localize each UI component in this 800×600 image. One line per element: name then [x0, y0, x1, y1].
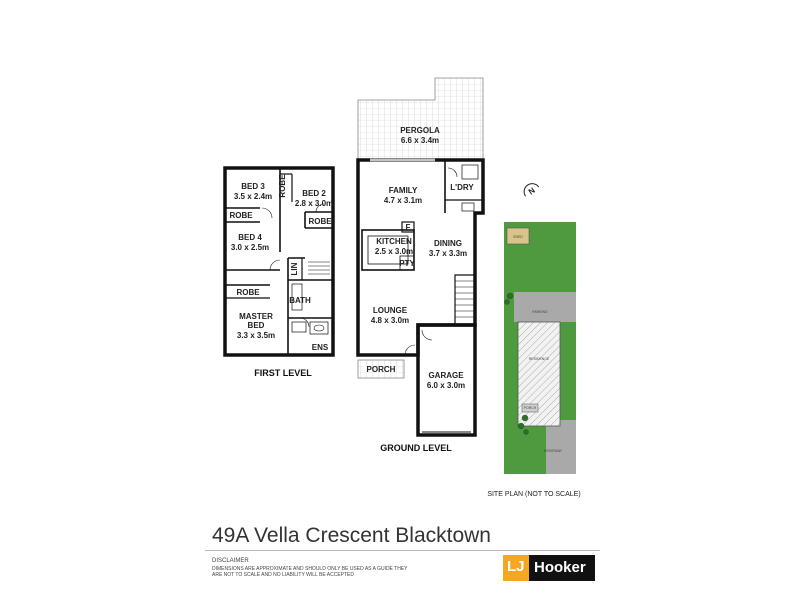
- bed4-name: BED 4: [238, 233, 262, 242]
- shrubs-icon: [504, 292, 529, 435]
- disclaimer-text: DIMENSIONS ARE APPROXIMATE AND SHOULD ON…: [212, 566, 408, 578]
- bed3-dims: 3.5 x 2.4m: [234, 192, 272, 201]
- bed2-name: BED 2: [302, 189, 326, 198]
- bath: BATH: [289, 296, 311, 305]
- robe-a: ROBE: [278, 174, 287, 198]
- site-plan-label: SITE PLAN (NOT TO SCALE): [487, 491, 580, 498]
- logo-word: Hooker: [529, 555, 595, 581]
- garage-name: GARAGE: [428, 371, 464, 380]
- robe-d: ROBE: [236, 288, 260, 297]
- disclaimer-title: DISCLAIMER: [212, 558, 249, 564]
- site-shed: SHED: [513, 235, 523, 239]
- porch-name: PORCH: [367, 365, 396, 374]
- bed2-dims: 2.8 x 3.0m: [295, 199, 333, 208]
- kitchen-name: KITCHEN: [376, 237, 412, 246]
- robe-c: ROBE: [308, 217, 332, 226]
- master-name-2: BED: [248, 321, 265, 330]
- ldry: L'DRY: [450, 183, 474, 192]
- compass-icon: N: [523, 183, 540, 197]
- site-porch: PORCH: [524, 406, 537, 410]
- master-name-1: MASTER: [239, 312, 273, 321]
- ground-level-labels: PERGOLA 6.6 x 3.4m FAMILY 4.7 x 3.1m L'D…: [367, 126, 475, 453]
- lounge-dims: 4.8 x 3.0m: [371, 316, 409, 325]
- first-level-label: FIRST LEVEL: [254, 368, 312, 378]
- family-name: FAMILY: [389, 186, 418, 195]
- bed4-dims: 3.0 x 2.5m: [231, 243, 269, 252]
- kitchen-dims: 2.5 x 3.0m: [375, 247, 413, 256]
- robe-b: ROBE: [229, 211, 253, 220]
- bed3-name: BED 3: [241, 182, 265, 191]
- master-dims: 3.3 x 3.5m: [237, 331, 275, 340]
- lin: LIN: [290, 262, 299, 275]
- compass-letter: N: [527, 186, 537, 197]
- garage-dims: 6.0 x 3.0m: [427, 381, 465, 390]
- first-level-labels: BED 3 3.5 x 2.4m ROBE BED 2 2.8 x 3.0m R…: [229, 174, 333, 378]
- fridge: F: [406, 223, 411, 232]
- ens: ENS: [312, 343, 329, 352]
- lounge-name: LOUNGE: [373, 306, 408, 315]
- pergola-dims: 6.6 x 3.4m: [401, 136, 439, 145]
- pergola-name: PERGOLA: [400, 126, 440, 135]
- pty: PTY: [399, 259, 415, 268]
- footer-divider: [205, 550, 600, 551]
- ground-level-plan: [356, 77, 485, 437]
- logo-mark-text: LJ: [507, 558, 525, 575]
- property-address: 49A Vella Crescent Blacktown: [212, 524, 491, 547]
- logo-word-text: Hooker: [534, 559, 586, 576]
- family-dims: 4.7 x 3.1m: [384, 196, 422, 205]
- lj-hooker-logo[interactable]: LJ Hooker: [503, 555, 595, 581]
- ground-level-label: GROUND LEVEL: [380, 443, 452, 453]
- logo-mark: LJ: [503, 555, 529, 581]
- first-level-plan: [223, 166, 335, 357]
- dining-dims: 3.7 x 3.3m: [429, 249, 467, 258]
- site-residence: RESIDENCE: [529, 357, 550, 361]
- dining-name: DINING: [434, 239, 462, 248]
- site-plan: SHED PARKING RESIDENCE PORCH DRIVEWAY SI…: [487, 222, 581, 498]
- site-driveway: DRIVEWAY: [544, 449, 563, 453]
- site-parking: PARKING: [532, 310, 548, 314]
